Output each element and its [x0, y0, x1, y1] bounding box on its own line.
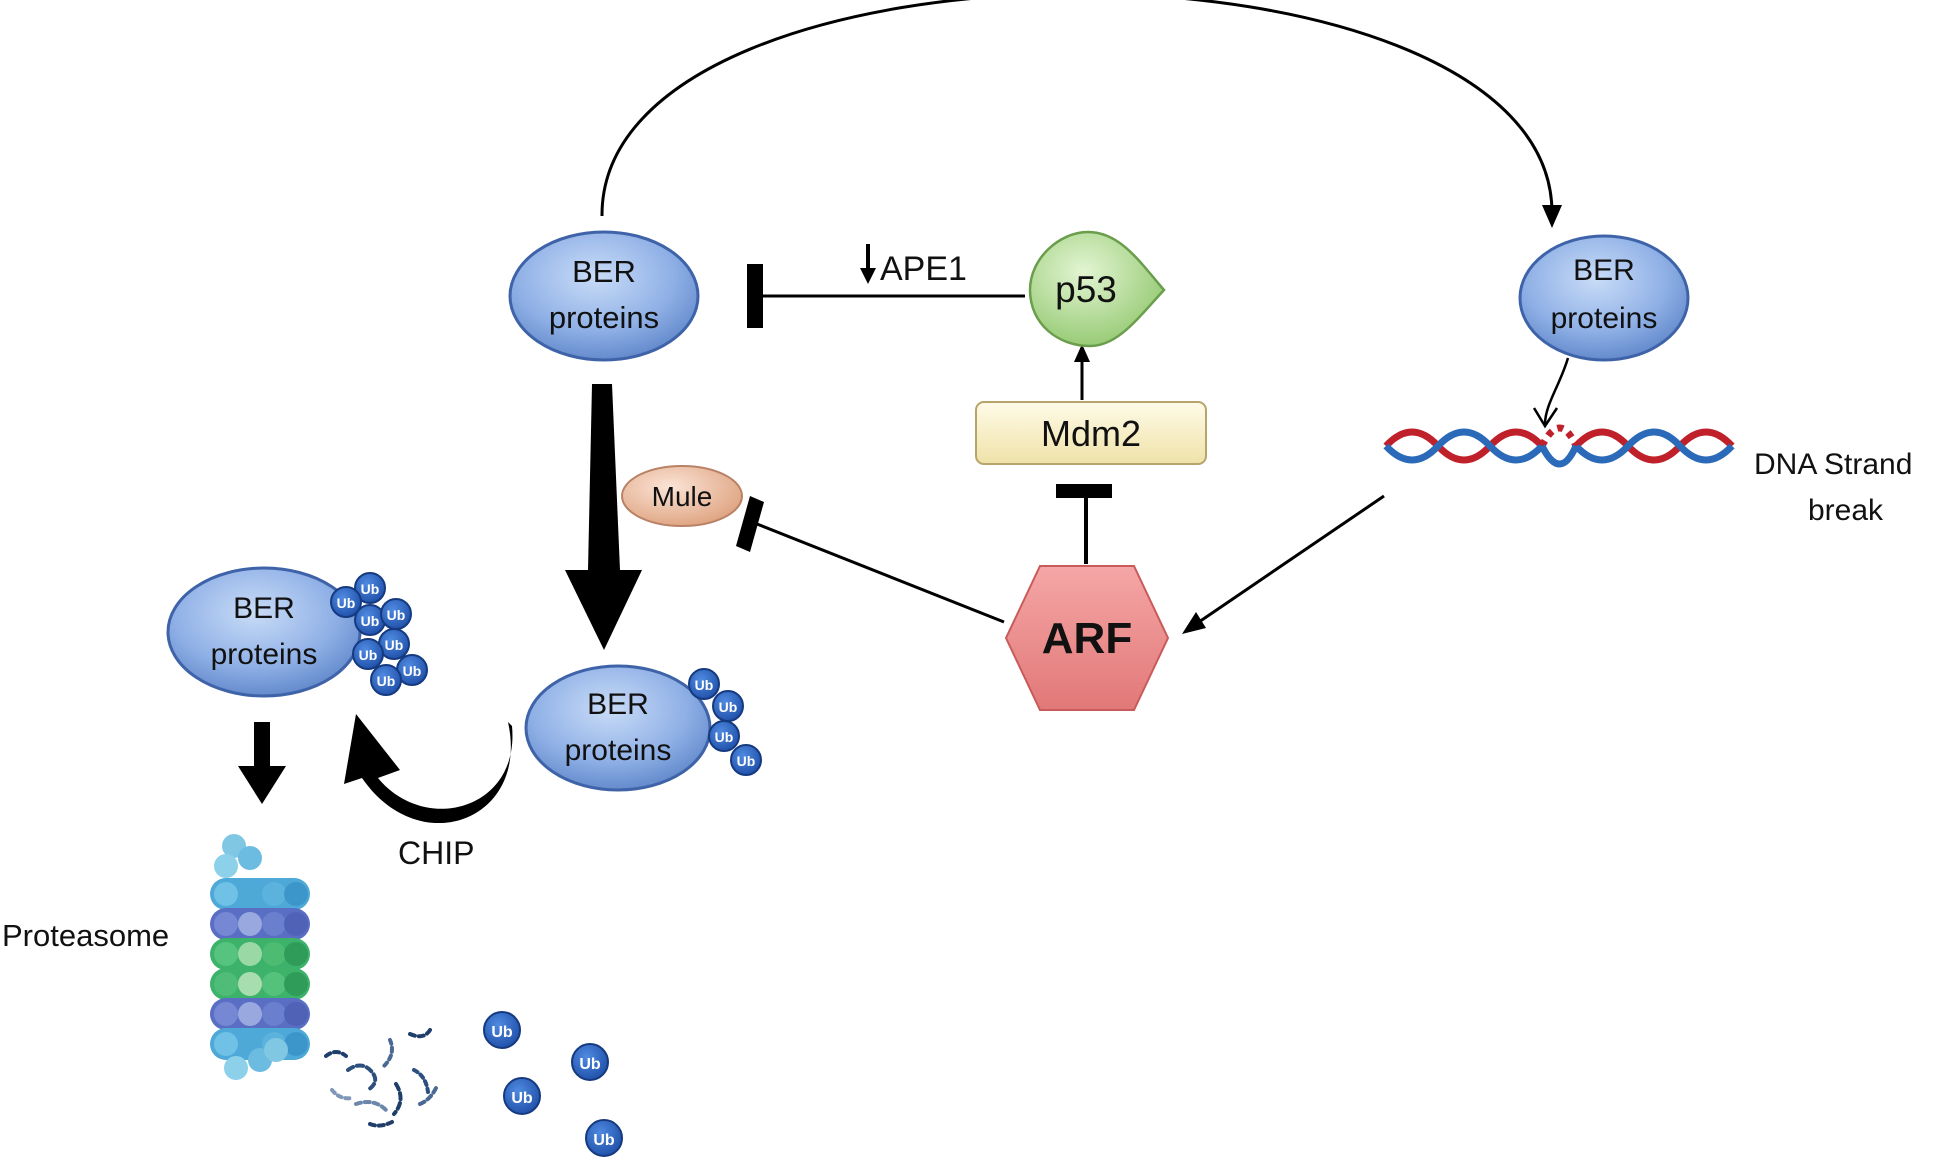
ub-label: Ub	[579, 1056, 601, 1073]
proteasome-ring-green	[210, 938, 310, 970]
ubiquitin-icon: Ub	[503, 1077, 541, 1115]
p53-node: p53	[1028, 230, 1166, 348]
proteasome-ring-blue	[210, 908, 310, 940]
down-arrow-icon	[860, 244, 876, 284]
ubiquitin-icon: Ub	[330, 586, 362, 618]
ubiquitin-icon: Ub	[354, 572, 386, 604]
ub-label: Ub	[337, 595, 356, 611]
to-proteasome-arrow	[238, 722, 286, 804]
proteasome-ring-blue-2	[210, 998, 310, 1030]
proteasome-icon	[210, 834, 310, 1080]
mule-node: Mule	[621, 465, 743, 527]
proteasome-label: Proteasome	[2, 918, 169, 953]
ber-proteins-ubiquitinated: BER proteins Ub Ub Ub Ub	[524, 664, 762, 792]
dna-label-line2: break	[1808, 494, 1884, 527]
ub-label: Ub	[491, 1024, 513, 1041]
ber-label-line1: BER	[233, 592, 295, 625]
ber-label-line1: BER	[587, 688, 649, 721]
ber-to-dna-open-arrowhead	[1532, 407, 1559, 429]
ubiquitin-icon: Ub	[708, 720, 740, 752]
ubiquitin-icon: Ub	[352, 638, 384, 670]
proteasome-ring-top	[210, 878, 310, 910]
arf-inhibit-mdm2-bar	[1056, 484, 1112, 498]
p53-label: p53	[1055, 269, 1117, 310]
ubiquitin-icon: Ub	[688, 668, 720, 700]
proteasome-ring-green-2	[210, 968, 310, 1000]
mdm2-label: Mdm2	[1041, 413, 1141, 454]
ubiquitination-thick-arrow	[565, 384, 642, 650]
ber-proteins-top-left: BER proteins	[508, 230, 700, 362]
ubiquitin-icon: Ub	[483, 1011, 521, 1049]
ub-label: Ub	[377, 673, 396, 689]
ber-label-line2: proteins	[549, 300, 659, 335]
ubiquitin-icon: Ub	[396, 654, 428, 686]
arf-node: ARF	[1004, 565, 1170, 711]
ber-label-line2: proteins	[211, 638, 318, 671]
ber-label-line1: BER	[572, 254, 636, 289]
ubiquitin-icon: Ub	[730, 744, 762, 776]
ub-label: Ub	[511, 1090, 533, 1107]
mdm2-node: Mdm2	[975, 401, 1207, 465]
mdm2-to-p53-arrowhead	[1074, 344, 1090, 362]
ape1-label: APE1	[880, 250, 967, 288]
ub-label: Ub	[403, 663, 422, 679]
arc-ber-to-ber-arrow	[600, 0, 1554, 217]
ber-label-line2: proteins	[565, 734, 672, 767]
dna-label-line1: DNA Strand	[1754, 448, 1912, 481]
ber-proteins-right: BER proteins	[1518, 234, 1690, 362]
ub-label: Ub	[385, 637, 404, 653]
arf-inhibit-mule-line	[751, 520, 1005, 624]
ubiquitin-chain: Ub Ub Ub Ub Ub Ub Ub Ub	[330, 572, 428, 696]
ubiquitin-icon: Ub	[380, 598, 412, 630]
ub-label: Ub	[719, 699, 738, 715]
ber-label-line1: BER	[1573, 254, 1635, 287]
ber-to-dna-line	[1543, 357, 1570, 425]
ub-label: Ub	[387, 607, 406, 623]
arc-arrowhead	[1542, 205, 1562, 228]
connectors	[238, 0, 1570, 824]
chip-label: CHIP	[398, 835, 474, 871]
peptide-fragments-icon	[324, 1028, 438, 1128]
arf-label: ARF	[1042, 614, 1132, 663]
arf-inhibit-mule-bar	[736, 496, 764, 552]
strand-break-dashes	[1538, 424, 1580, 448]
ubiquitin-icon: Ub	[571, 1043, 609, 1081]
ub-label: Ub	[715, 729, 734, 745]
ubiquitin-icon: Ub	[712, 690, 744, 722]
ub-label: Ub	[695, 677, 714, 693]
p53-inhibit-bar	[747, 264, 763, 328]
ub-label: Ub	[593, 1132, 615, 1149]
ubiquitin-chain: Ub Ub Ub Ub	[688, 668, 762, 776]
ape1-label-group: APE1	[860, 244, 967, 288]
ubiquitin-icon: Ub	[378, 628, 410, 660]
ub-label: Ub	[359, 647, 378, 663]
mule-label: Mule	[652, 481, 713, 512]
dna-to-arf-arrowhead	[1182, 612, 1206, 634]
ub-label: Ub	[361, 581, 380, 597]
ub-label: Ub	[737, 753, 756, 769]
ubiquitin-icon: Ub	[585, 1119, 623, 1157]
dna-to-arf-line	[1195, 494, 1385, 626]
ber-label-line2: proteins	[1551, 302, 1658, 335]
ubiquitin-icon: Ub	[370, 664, 402, 696]
ub-label: Ub	[361, 613, 380, 629]
dna-double-helix-icon	[1383, 424, 1735, 468]
chip-curved-arrow	[344, 714, 513, 824]
free-ubiquitins: Ub Ub Ub Ub	[483, 1011, 623, 1157]
ubiquitin-icon: Ub	[354, 604, 386, 636]
ber-proteins-polyubiquitinated: BER proteins Ub Ub Ub Ub Ub Ub Ub Ub	[166, 566, 428, 698]
